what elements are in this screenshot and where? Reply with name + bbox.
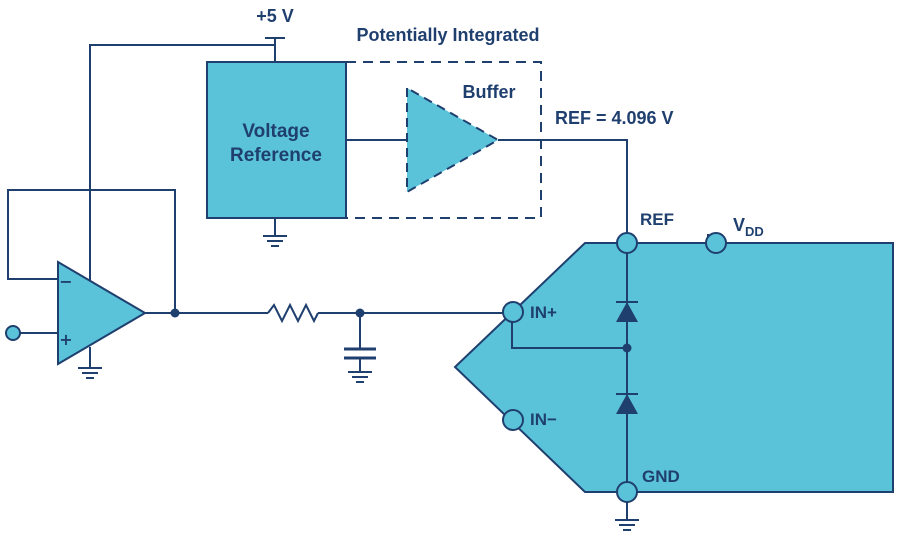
- vdd-subscript: DD: [745, 224, 764, 239]
- opamp-noninverting-sign: +: [59, 330, 72, 349]
- supply-wire: [89, 37, 285, 289]
- ground-symbol-adc: [615, 519, 639, 531]
- pin-gnd: [616, 481, 638, 503]
- voltage-reference-block: [206, 61, 347, 219]
- ground-symbol-capacitor: [348, 371, 372, 383]
- vdd-pin-label: VDD: [733, 215, 764, 239]
- voltage-reference-label-line2: Reference: [230, 145, 322, 166]
- gnd-pin-label: GND: [642, 467, 680, 486]
- voltage-reference-label-line1: Voltage: [242, 121, 309, 142]
- in-minus-label: IN−: [530, 410, 557, 429]
- integration-label: Potentially Integrated: [356, 25, 539, 45]
- ground-symbol-opamp: [78, 367, 102, 379]
- opamp-inverting-sign: −: [59, 272, 72, 291]
- junction-dot-diodes: [622, 343, 632, 353]
- junction-dot-capacitor: [355, 308, 365, 318]
- resistor: [267, 302, 319, 324]
- diode-upper: [616, 302, 638, 322]
- pin-in-minus: [502, 409, 524, 431]
- feedback-wire: [7, 189, 176, 313]
- buffer-amplifier: [406, 86, 501, 194]
- ground-symbol-vref: [263, 235, 287, 247]
- pin-ref: [616, 232, 638, 254]
- op-amp: [57, 260, 147, 366]
- ref-value-label: REF = 4.096 V: [555, 108, 674, 128]
- ref-wire: [498, 139, 628, 234]
- diode-lower: [616, 394, 638, 414]
- vdd-main: V: [733, 215, 745, 235]
- buffer-label: Buffer: [463, 82, 516, 102]
- ref-pin-label: REF: [640, 210, 674, 229]
- supply-label: +5 V: [256, 6, 294, 26]
- pin-vdd: [705, 232, 727, 254]
- junction-dot-opamp-output: [170, 308, 180, 318]
- adc-internal-wire: [511, 252, 628, 482]
- adc-body: [453, 242, 894, 493]
- pin-in-plus: [502, 301, 524, 323]
- input-terminal: [5, 325, 21, 341]
- in-plus-label: IN+: [530, 303, 557, 322]
